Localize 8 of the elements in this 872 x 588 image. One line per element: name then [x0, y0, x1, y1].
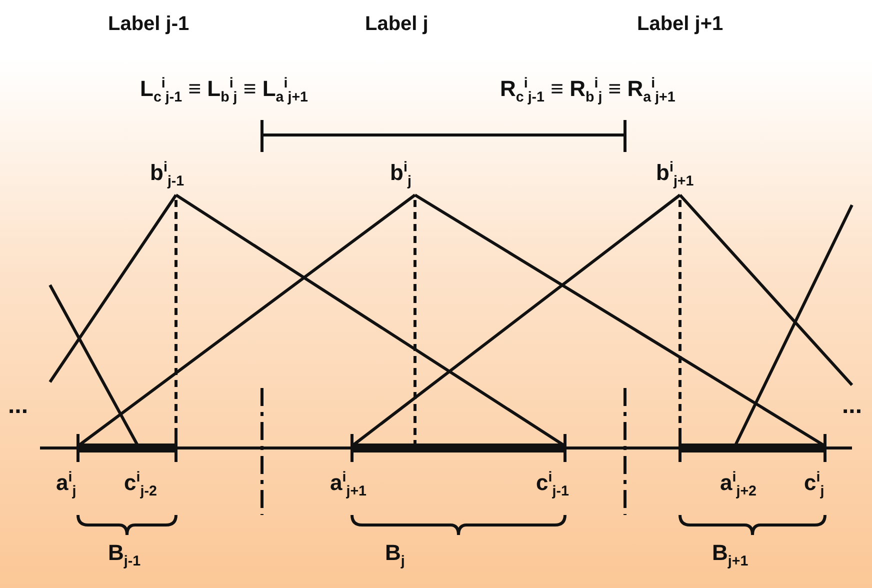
interval-label: B$_{j-1}$ — [108, 540, 141, 571]
continuation-dots: ... — [842, 392, 862, 421]
interval-label: B$_{j+1}$ — [712, 540, 748, 571]
column-heading: Label j+1 — [637, 12, 724, 36]
column-heading: Label j-1 — [108, 12, 190, 36]
column-heading: Label j — [365, 12, 428, 36]
continuation-dots: ... — [8, 392, 28, 421]
interval-label: B$_{j}$ — [385, 540, 405, 571]
